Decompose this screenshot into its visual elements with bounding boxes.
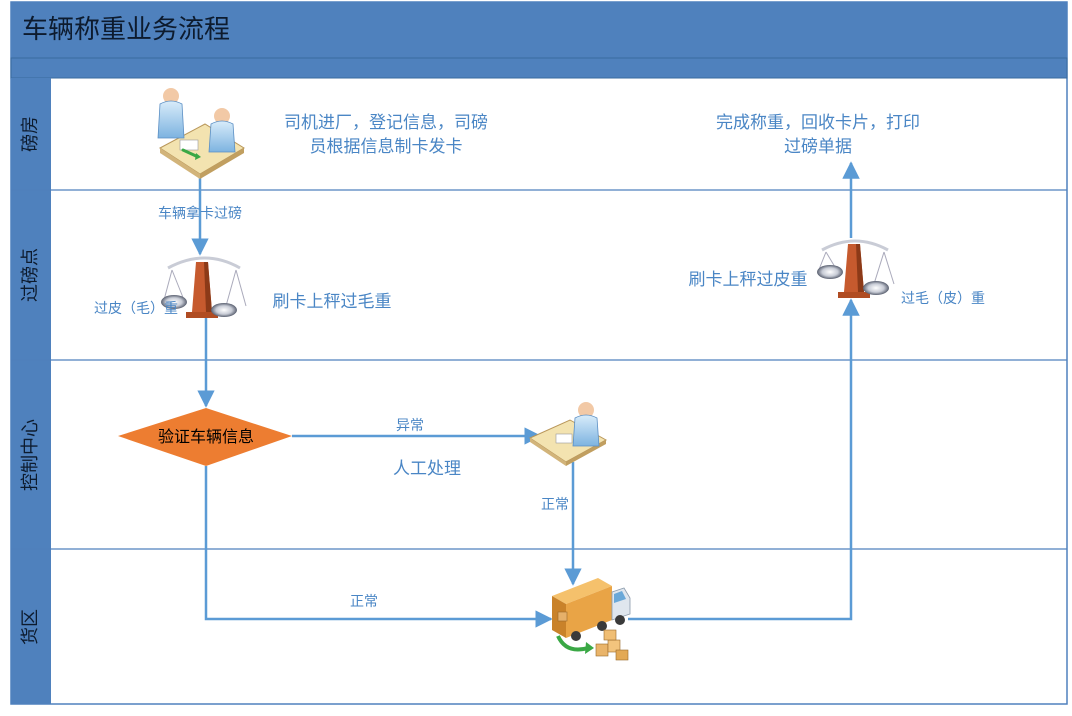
complete-step-text-line1: 完成称重，回收卡片，打印 — [716, 113, 920, 133]
edge-label-abnormal: 异常 — [396, 418, 424, 434]
lane-label-column — [11, 78, 51, 704]
edge-label-normal-manual: 正常 — [541, 497, 569, 513]
title-bar — [11, 2, 1067, 58]
scale-left-step-text: 刷卡上秤过毛重 — [273, 292, 392, 312]
scale-right-step-text: 刷卡上秤过皮重 — [689, 270, 808, 290]
booth-step-text-line1: 司机进厂，登记信息，司磅 — [284, 113, 488, 133]
edge-label-normal-cargo: 正常 — [350, 594, 378, 610]
diagram-title: 车辆称重业务流程 — [22, 15, 230, 45]
lane-label-cargo-area: 货区 — [20, 609, 41, 645]
manual-processing-icon — [528, 402, 608, 466]
decision-diamond — [118, 408, 292, 466]
edges — [191, 161, 860, 628]
scale-left-label: 过皮（毛）重 — [94, 301, 178, 317]
header-strip — [10, 57, 1068, 79]
complete-step-text-line2: 过磅单据 — [784, 137, 852, 157]
lane-label-weighpoint: 过磅点 — [20, 248, 41, 302]
diagram-frame — [10, 1, 1068, 705]
scale-right-label: 过毛（皮）重 — [901, 291, 985, 307]
scale-icon — [161, 256, 247, 318]
lane-label-booth: 磅房 — [20, 116, 41, 152]
decision-label: 验证车辆信息 — [158, 427, 254, 446]
lane-label-control-center: 控制中心 — [20, 419, 41, 491]
truck-icon — [552, 578, 631, 661]
manual-processing-text: 人工处理 — [393, 459, 461, 479]
registration-desk-icon — [157, 88, 245, 179]
lane-separators — [11, 189, 1067, 550]
edge-decision-to-truck — [204, 466, 553, 628]
cargo-boxes-icon — [595, 629, 629, 661]
scale-icon — [817, 239, 895, 298]
edge-truck-to-scale2 — [628, 298, 860, 621]
booth-step-text-line2: 员根据信息制卡发卡 — [310, 137, 463, 157]
edge-label-carry-card: 车辆拿卡过磅 — [158, 205, 242, 222]
